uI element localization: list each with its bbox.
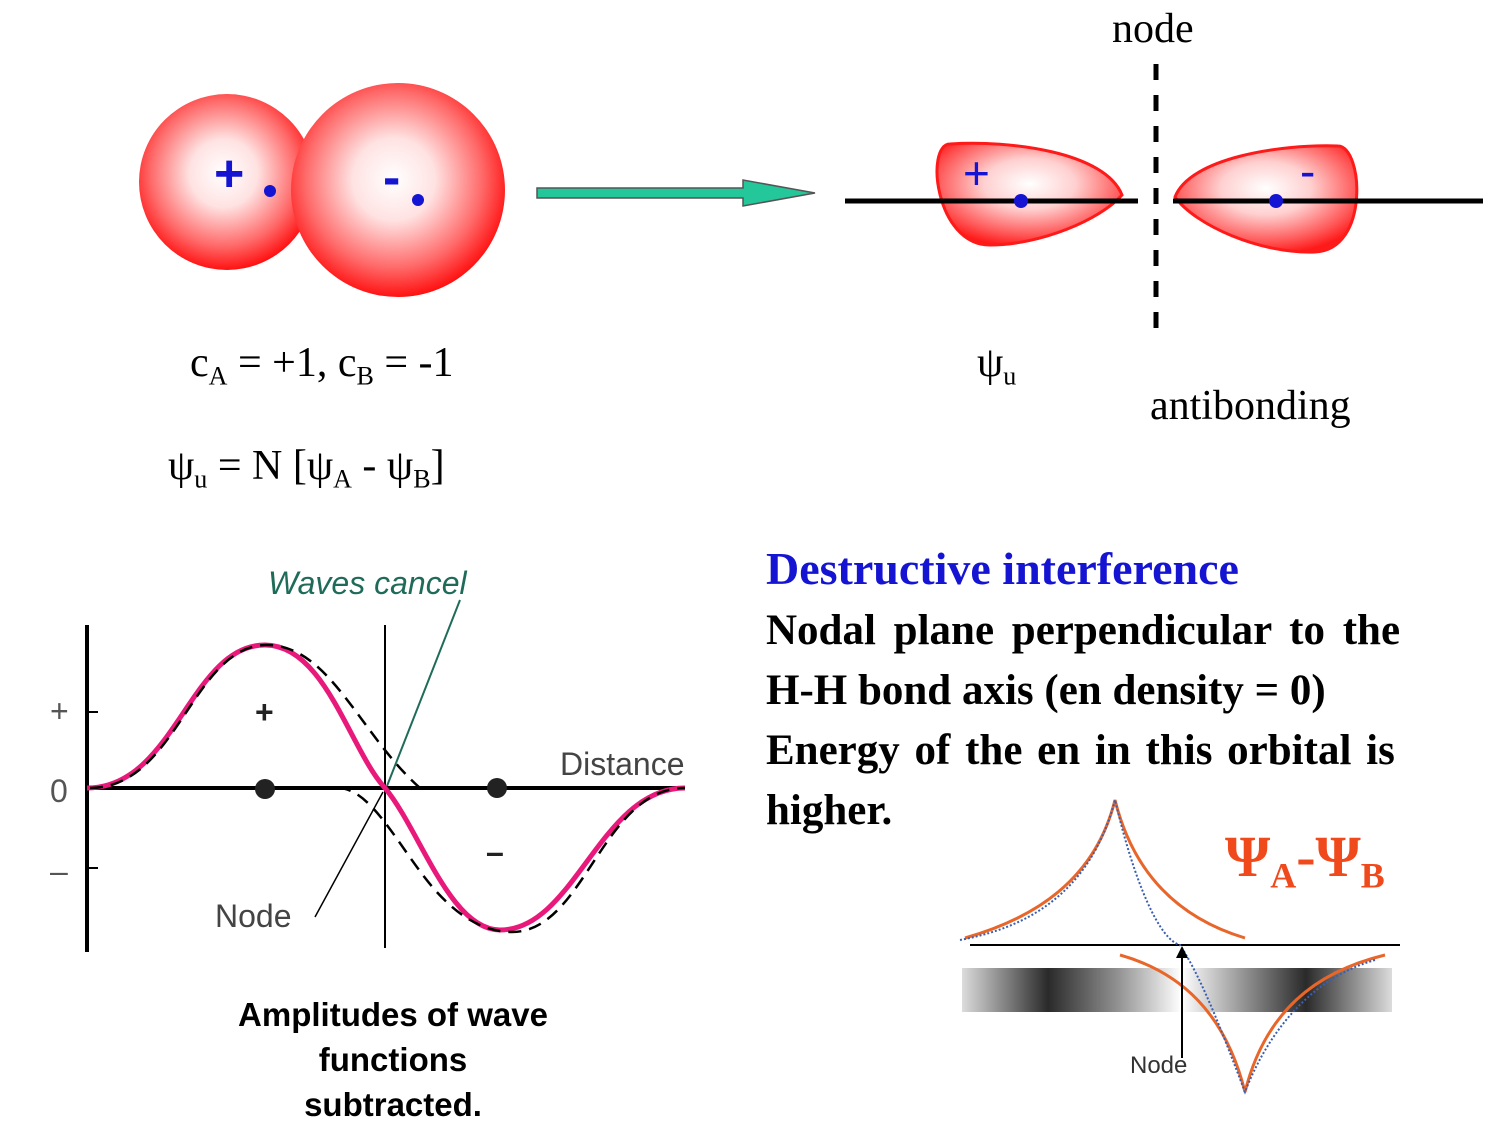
node-leader	[314, 791, 384, 918]
orbital-b-sphere	[291, 83, 505, 297]
node-label-left-plot: Node	[215, 898, 292, 934]
y-axis-plus-label: +	[50, 693, 69, 729]
caption-line-2: functions	[318, 1041, 468, 1078]
caption-line-3: subtracted.	[304, 1086, 482, 1123]
psi-u-label: ψu	[977, 340, 1017, 391]
y-axis-minus-label: –	[50, 853, 68, 889]
difference-curve	[959, 799, 1376, 1095]
plot-caption: Amplitudes of wave functions subtracted.	[183, 992, 603, 1125]
psi-a-minus-psi-b-formula: ΨA-ΨB	[1225, 824, 1385, 896]
orbital-a-sphere	[139, 94, 315, 270]
wave-b-dashed	[337, 786, 686, 934]
distance-label: Distance	[560, 746, 685, 782]
density-band	[962, 968, 1392, 1012]
psi-difference-plot	[959, 799, 1400, 1095]
plus-sign-a: +	[214, 145, 245, 203]
body-line-4: higher.	[766, 787, 893, 834]
waves-cancel-leader	[386, 599, 461, 787]
node-label: node	[1112, 6, 1194, 52]
plus-region-label: +	[255, 694, 274, 730]
node-pointer-arrowhead	[1176, 946, 1188, 958]
orbital-a-upper-curve	[964, 799, 1246, 940]
body-line-1: Nodal plane perpendicular to the	[766, 607, 1401, 654]
psi-u-equation: ψu = N [ψA - ψB]	[168, 443, 445, 494]
caption-line-1: Amplitudes of wave	[238, 996, 548, 1033]
nucleus-a-dot	[264, 185, 276, 197]
nucleus-b-dot	[487, 778, 507, 798]
overlapping-atomic-orbitals	[139, 83, 505, 297]
coefficients-label: cA = +1, cB = -1	[190, 340, 454, 391]
waves-cancel-label: Waves cancel	[268, 565, 467, 601]
antibonding-orbital-diagram	[845, 64, 1483, 330]
difference-wave-curve	[86, 642, 686, 933]
minus-sign-right-lobe: -	[1300, 145, 1316, 197]
heading-destructive-interference: Destructive interference	[766, 543, 1239, 594]
nucleus-a-dot	[1014, 194, 1028, 208]
nucleus-a-dot	[255, 779, 275, 799]
body-line-3: Energy of the en in this orbital is	[766, 727, 1395, 774]
wave-a-dashed	[89, 643, 421, 790]
minus-sign-b: -	[383, 149, 401, 207]
wave-amplitude-plot	[85, 599, 686, 952]
node-label-right-plot: Node	[1130, 1052, 1188, 1079]
y-axis-zero-label: 0	[50, 773, 68, 809]
nucleus-b-dot	[1269, 194, 1283, 208]
antibonding-label: antibonding	[1150, 383, 1351, 429]
left-lobe	[935, 141, 1124, 247]
plus-sign-left-lobe: +	[963, 147, 990, 199]
nucleus-b-dot	[412, 194, 424, 206]
minus-region-label: –	[486, 834, 504, 870]
body-line-2: H-H bond axis (en density = 0)	[766, 667, 1326, 714]
transition-arrow	[536, 179, 816, 207]
